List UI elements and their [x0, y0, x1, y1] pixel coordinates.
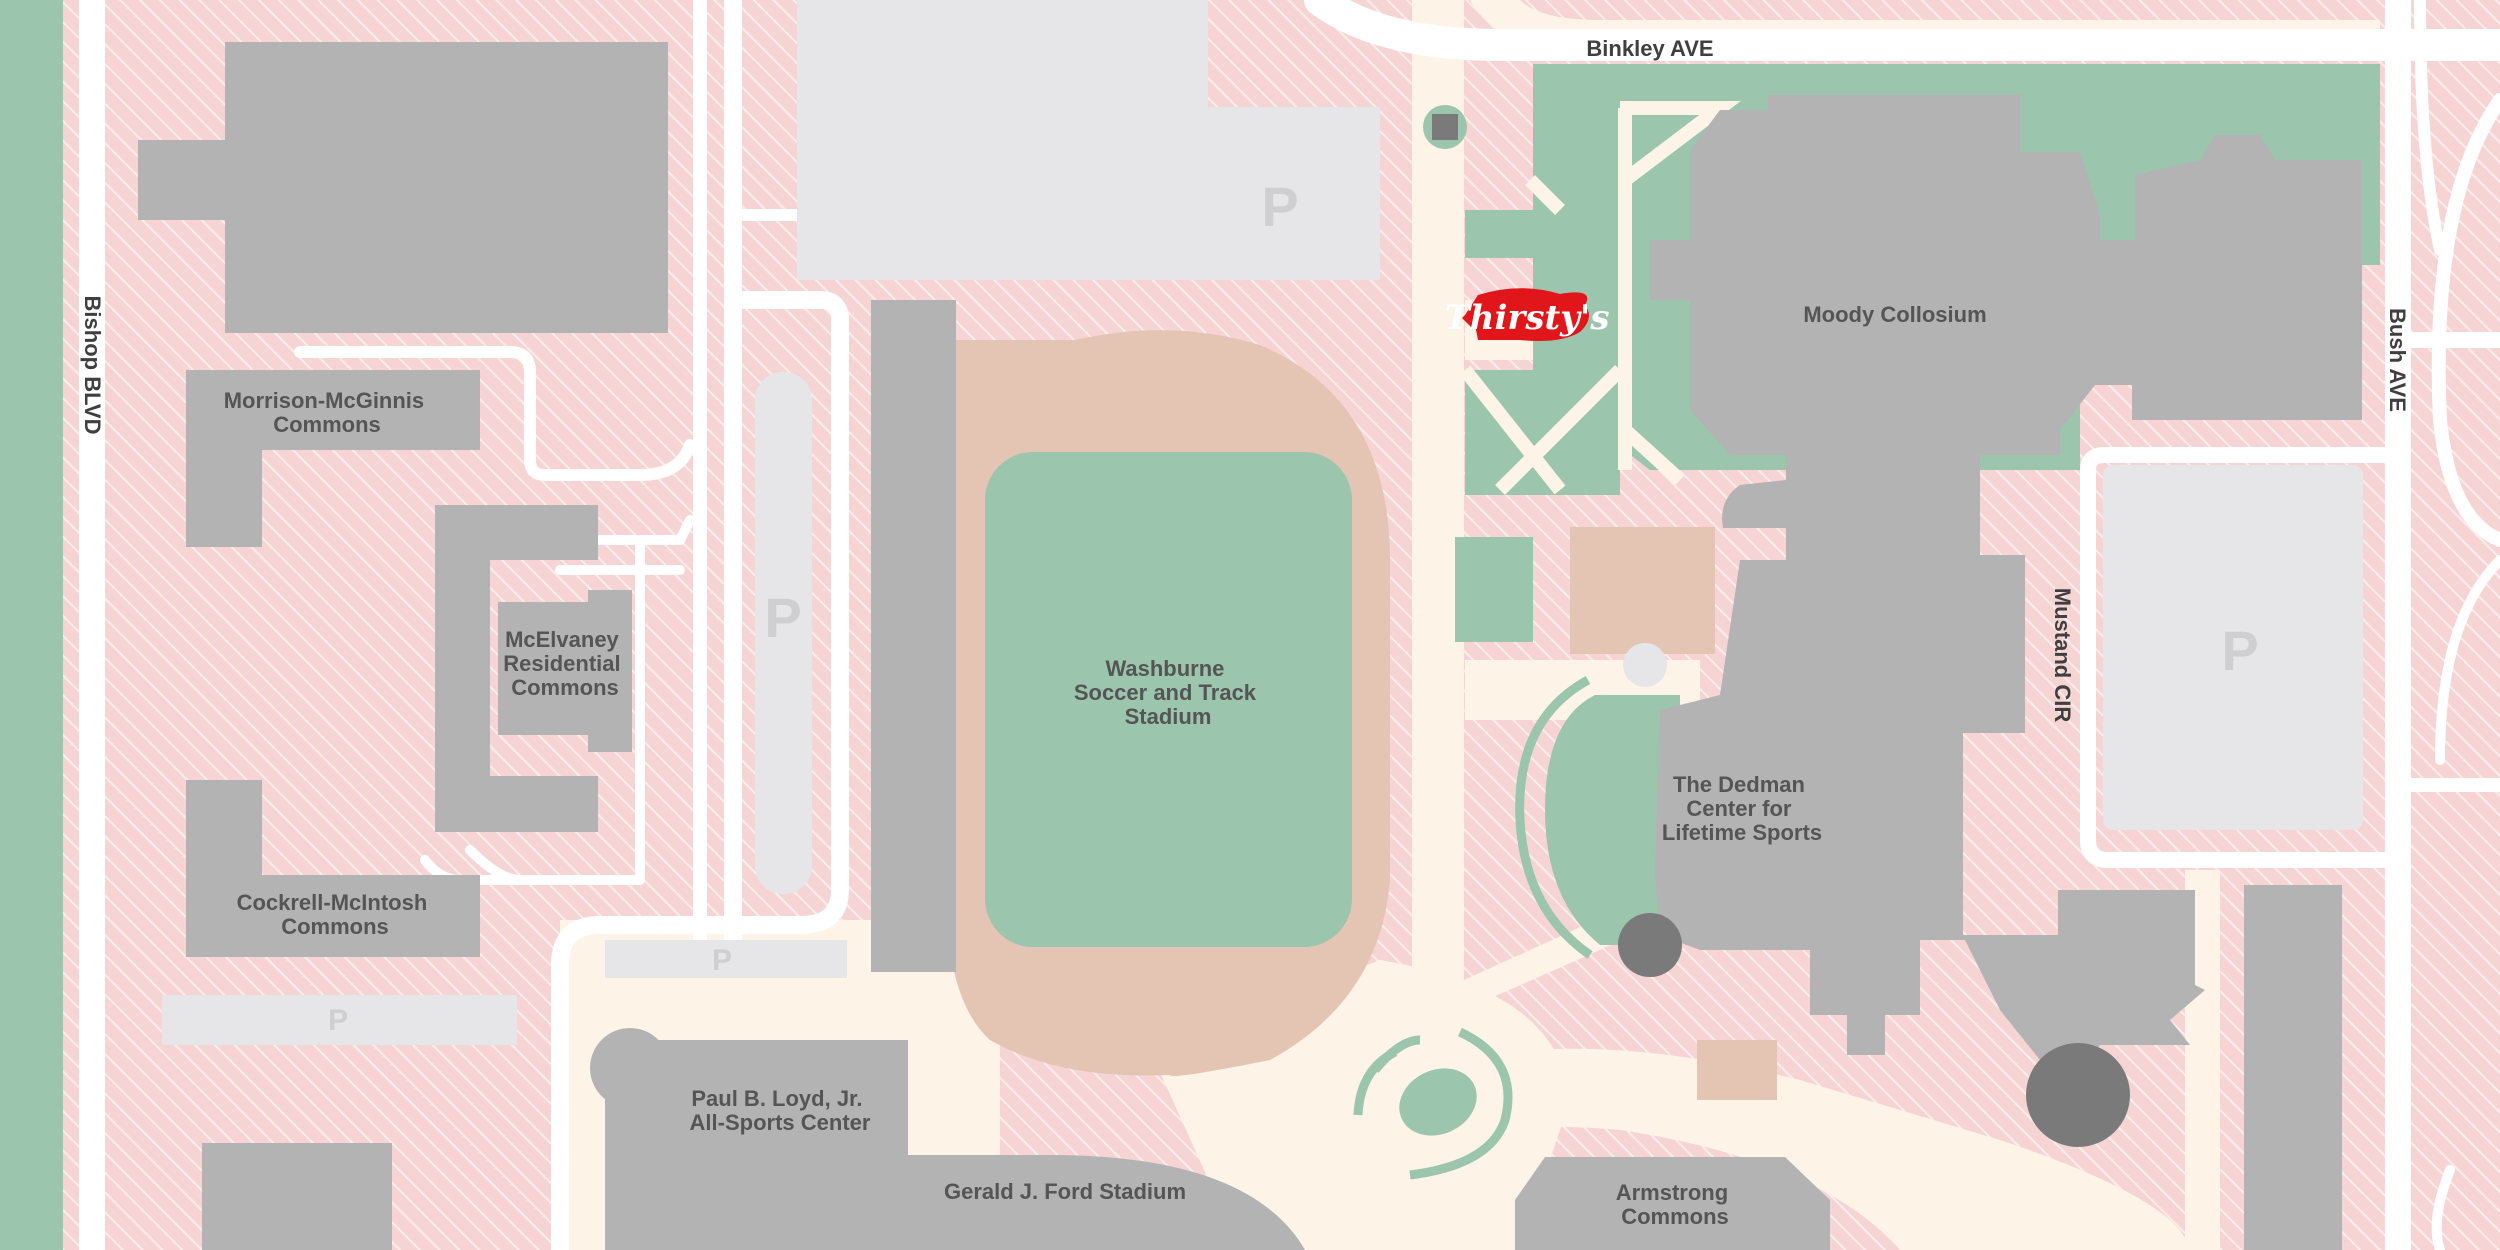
building-northwest [138, 42, 668, 333]
thirstys-logo[interactable]: Thirsty's [1444, 288, 1610, 341]
stadium-field [985, 452, 1352, 947]
plaza-arcs [1515, 676, 1593, 959]
label-moody: Moody Collosium [1803, 302, 1986, 327]
building-morrison [186, 370, 480, 547]
parking-label-right: P [2221, 619, 2258, 682]
label-dedman: The Dedman Center for Lifetime Sports [1662, 772, 1822, 845]
site-features [1423, 105, 2130, 1147]
road-label-mustang: Mustand CIR [2050, 588, 2075, 723]
building-mcelvaney-ring [435, 505, 598, 832]
buildings [138, 42, 2362, 1250]
building-cockrell [186, 780, 480, 957]
roundabout [1353, 1027, 1513, 1180]
building-east [2244, 885, 2342, 1250]
parking-label-vertical: P [764, 586, 801, 649]
label-loyd: Paul B. Loyd, Jr. All-Sports Center [690, 1086, 871, 1135]
parking-small-center [605, 940, 847, 978]
label-armstrong: Armstrong Commons [1616, 1180, 1735, 1229]
parking-bottom-left [162, 995, 517, 1045]
label-ford: Gerald J. Ford Stadium [944, 1179, 1186, 1204]
parking-label-bottom-left: P [328, 1004, 348, 1037]
label-mcelvaney: McElvaney Residential Commons [503, 627, 627, 700]
building-mcelvaney [498, 590, 632, 752]
parking-label-small: P [712, 944, 732, 977]
svg-text:Thirsty's: Thirsty's [1444, 298, 1609, 338]
road-label-bush: Bush AVE [2385, 308, 2410, 412]
label-cockrell: Cockrell-McIntosh Commons [237, 890, 434, 939]
parking-vertical [755, 372, 812, 894]
label-morrison: Morrison-McGinnis Commons [224, 388, 431, 437]
parking-label-top: P [1261, 175, 1298, 238]
road-label-binkley: Binkley AVE [1586, 36, 1713, 61]
parking-lots [162, 0, 2363, 1045]
building-loyd-round [590, 1028, 670, 1108]
building-loyd [605, 1040, 1305, 1250]
green-strip-left [0, 0, 63, 1250]
parking-labels: P P P P P [328, 175, 2259, 1037]
building-stadium-west [871, 300, 956, 972]
plaza-paths [1459, 101, 1741, 495]
roads [79, 0, 2500, 1250]
label-washburne: Washburne Soccer and Track Stadium [1074, 656, 1262, 729]
parking-top [797, 0, 1380, 280]
road-label-bishop: Bishop BLVD [80, 296, 105, 435]
parking-right [2103, 465, 2363, 830]
building-armstrong [1515, 1157, 1830, 1250]
building-southwest [202, 1143, 392, 1250]
building-moody [1650, 95, 2362, 1090]
